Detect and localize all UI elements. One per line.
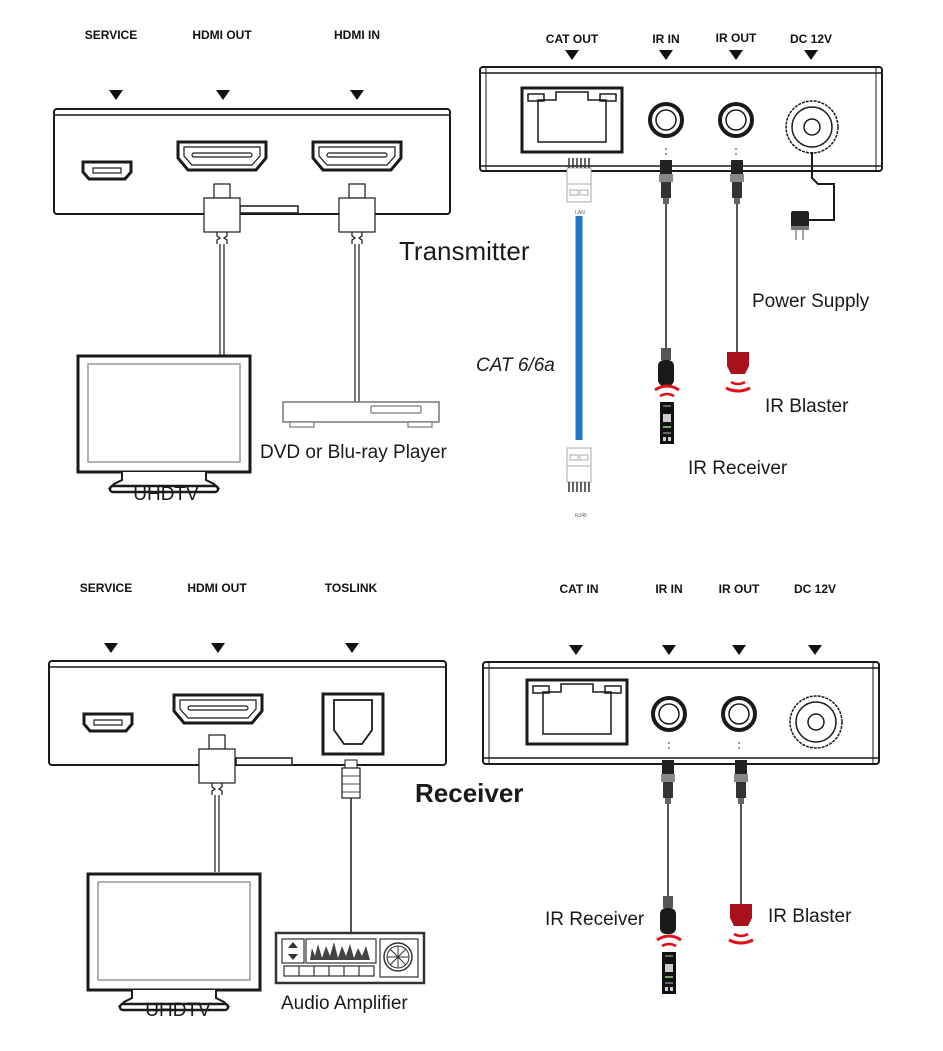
arrow-down-icon [732, 645, 746, 655]
receiver-title: Receiver [415, 778, 523, 808]
mini-plug-icon [730, 160, 744, 204]
rx-dc-port-icon [789, 695, 843, 749]
tx-port-label-dc-12v: DC 12V [790, 32, 832, 46]
arrow-down-icon [565, 50, 579, 60]
rx-ir-receiver-label: IR Receiver [545, 909, 645, 930]
mini-plug-icon [661, 760, 675, 804]
rx-hdmi-out-port-icon [172, 693, 264, 725]
audio-amplifier-label: Audio Amplifier [281, 993, 408, 1014]
tx-hdmi-in-port-icon [311, 140, 403, 172]
arrow-down-icon [662, 645, 676, 655]
ir-blaster-icon [727, 902, 755, 945]
rx-port-label-ir-in: IR IN [655, 582, 682, 596]
ir-receiver-eye-icon [660, 896, 676, 934]
rx-toslink-port-icon [321, 692, 385, 756]
hdmi-cable-to-tv [214, 795, 220, 872]
rx-service-port-icon [82, 712, 134, 733]
tx-port-label-hdmi-in: HDMI IN [334, 28, 380, 42]
tx-port-label-hdmi-out: HDMI OUT [192, 28, 252, 42]
arrow-down-icon [109, 90, 123, 100]
transmitter-title: Transmitter [399, 236, 530, 266]
arrow-down-icon [569, 645, 583, 655]
tx-port-label-ir-in: IR IN [652, 32, 679, 46]
rx-cat-in-port-icon [525, 678, 629, 746]
arrow-down-icon [216, 90, 230, 100]
lan-tag: LAN [575, 210, 585, 216]
rx-uhdtv-icon [86, 872, 262, 1012]
toslink-plug-icon [341, 759, 361, 799]
tx-port-label-cat-out: CAT OUT [546, 32, 599, 46]
hdmi-cable-to-player [354, 244, 360, 402]
tx-port-label-ir-out: IR OUT [716, 31, 757, 45]
rx-port-label-ir-out: IR OUT [719, 582, 760, 596]
arrow-down-icon [804, 50, 818, 60]
rx-port-label-hdmi-out: HDMI OUT [187, 581, 247, 595]
tx-ir-receiver-label: IR Receiver [688, 458, 788, 479]
hdmi-cable-to-tv [219, 244, 225, 356]
remote-control-icon [653, 384, 681, 446]
rx-uhdtv-label: UHDTV [145, 1000, 211, 1021]
power-cable [808, 152, 835, 221]
rx-port-label-service: SERVICE [80, 581, 132, 595]
power-adapter-icon [791, 211, 809, 240]
tx-ir-blaster-label: IR Blaster [765, 396, 849, 417]
arrow-down-icon [659, 50, 673, 60]
receiver-section: SERVICE HDMI OUT TOSLINK UHDTV [48, 581, 880, 1021]
transmitter-section: SERVICE HDMI OUT HDMI IN UHDTV DVD or Bl… [53, 28, 883, 519]
tx-cat-out-port-icon [520, 86, 624, 154]
tx-service-port-icon [81, 160, 133, 181]
tx-dc-port-icon [785, 100, 839, 154]
tx-uhdtv-icon [76, 354, 252, 494]
ir-receiver-eye-icon [658, 348, 674, 386]
rj45-plug-icon [566, 447, 592, 493]
rx-port-label-dc-12v: DC 12V [794, 582, 836, 596]
ir-blaster-icon [724, 350, 752, 393]
arrow-down-icon [808, 645, 822, 655]
remote-control-icon [655, 934, 683, 996]
rx-port-label-toslink: TOSLINK [325, 581, 378, 595]
arrow-down-icon [104, 643, 118, 653]
tx-uhdtv-label: UHDTV [133, 484, 199, 505]
tx-hdmi-out-port-icon [176, 140, 268, 172]
arrow-down-icon [350, 90, 364, 100]
cable-label: CAT 6/6a [476, 355, 555, 376]
arrow-down-icon [729, 50, 743, 60]
arrow-down-icon [345, 643, 359, 653]
mini-plug-icon [734, 760, 748, 804]
dvd-player-label: DVD or Blu-ray Player [260, 442, 448, 463]
power-supply-label: Power Supply [752, 291, 870, 312]
audio-amplifier-icon [274, 931, 426, 985]
arrow-down-icon [211, 643, 225, 653]
mini-plug-icon [659, 160, 673, 204]
rx-port-label-cat-in: CAT IN [559, 582, 598, 596]
tx-port-label-service: SERVICE [85, 28, 137, 42]
dvd-player-icon [282, 401, 440, 428]
rj45-tag: RJ45 [575, 513, 587, 519]
rx-ir-blaster-label: IR Blaster [768, 906, 852, 927]
